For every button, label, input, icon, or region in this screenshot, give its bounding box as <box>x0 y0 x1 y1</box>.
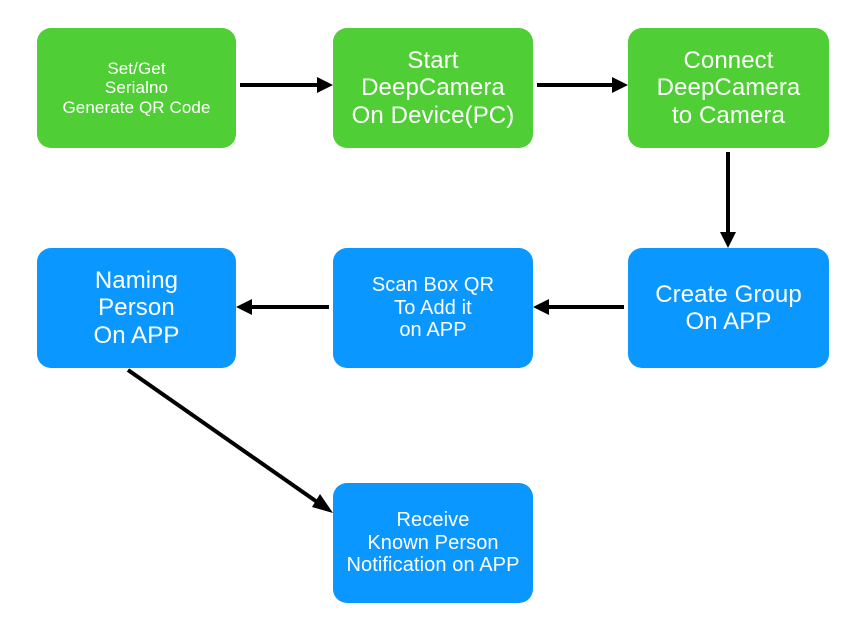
node-set-get-serialno[interactable]: Set/Get Serialno Generate QR Code <box>37 28 236 148</box>
edge-scan-box-qr-to-naming-person <box>236 299 329 315</box>
node-naming-person[interactable]: Naming Person On APP <box>37 248 236 368</box>
node-connect-deepcamera[interactable]: Connect DeepCamera to Camera <box>628 28 829 148</box>
edge-connect-deepcamera-to-create-group <box>720 152 736 248</box>
edge-naming-person-to-receive-notification <box>126 368 333 513</box>
node-create-group[interactable]: Create Group On APP <box>628 248 829 368</box>
node-start-deepcamera[interactable]: Start DeepCamera On Device(PC) <box>333 28 533 148</box>
edge-start-deepcamera-to-connect-deepcamera <box>537 77 628 93</box>
node-receive-known-person-notification[interactable]: Receive Known Person Notification on APP <box>333 483 533 603</box>
node-scan-box-qr[interactable]: Scan Box QR To Add it on APP <box>333 248 533 368</box>
edge-serialno-to-start-deepcamera <box>240 77 333 93</box>
edge-create-group-to-scan-box-qr <box>533 299 624 315</box>
